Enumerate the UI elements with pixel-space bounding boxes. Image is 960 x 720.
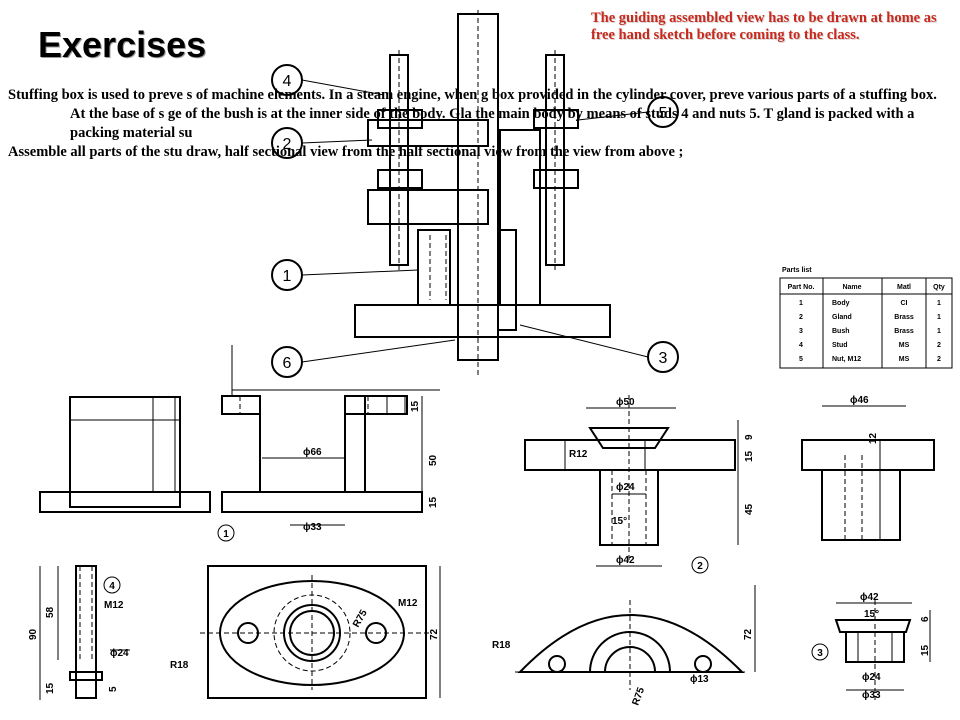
parts-cell: Gland	[832, 314, 852, 321]
parts-header-name: Name	[842, 284, 861, 291]
parts-cell: 1	[937, 328, 941, 335]
dim-bush-15: 15	[920, 644, 931, 656]
callout-5: 5	[647, 96, 679, 128]
svg-text:2: 2	[283, 136, 292, 153]
parts-cell: 1	[799, 300, 803, 307]
callout-1: 1	[271, 259, 303, 291]
parts-cell: Brass	[894, 328, 914, 335]
parts-cell: Nut, M12	[832, 356, 861, 363]
parts-cell: 3	[799, 328, 803, 335]
dim-bush-42: ϕ42	[860, 592, 879, 603]
dim-stud-15: 15	[45, 682, 56, 694]
dim-gland-15: 15	[744, 450, 755, 462]
stud-view: 58 M12 90 ϕ24 15 5 4	[28, 565, 130, 700]
dim-bush-24: ϕ24	[862, 672, 881, 683]
svg-text:1: 1	[283, 268, 292, 285]
parts-cell: 4	[799, 342, 803, 349]
parts-header-partno: Part No.	[788, 284, 815, 291]
dim-stud-58: 58	[45, 606, 56, 618]
page-title: Exercises	[38, 24, 207, 65]
body-plan-view: R18 R75 M12 72	[170, 565, 441, 699]
parts-cell: Stud	[832, 342, 848, 349]
parts-list-table: Parts list Part No. Name Matl Qty 1 Body…	[779, 267, 953, 369]
dim-gland-15deg: 15°	[612, 516, 627, 527]
part-label-2: 2	[697, 561, 703, 572]
parts-header-qty: Qty	[933, 284, 945, 291]
dim-bush-6: 6	[920, 616, 931, 622]
dim-gland-50: ϕ50	[616, 397, 635, 408]
svg-text:6: 6	[283, 355, 292, 372]
callout-4: 4	[271, 64, 303, 96]
dim-bush-15deg: 15°	[864, 609, 879, 620]
dim-stud-m12: M12	[104, 600, 124, 611]
parts-cell: CI	[901, 300, 908, 307]
dim-gland-9: 9	[744, 434, 755, 440]
dim-gland-24: ϕ24	[616, 482, 635, 493]
parts-cell: MS	[899, 356, 910, 363]
svg-text:5: 5	[659, 105, 668, 122]
parts-cell: 1	[937, 300, 941, 307]
body-elevation-view: ϕ66 ϕ33 15 50 15 1	[39, 345, 440, 542]
dim-gland-plan-r75: R75	[630, 686, 647, 707]
bush-section-view: ϕ46 12	[801, 395, 935, 541]
parts-cell: 5	[799, 356, 803, 363]
svg-text:4: 4	[283, 73, 292, 90]
task-paragraph: Assemble all parts of the stu draw, half…	[8, 144, 684, 160]
dim-stud-5: 5	[108, 686, 119, 692]
dim-plan-m12: M12	[398, 598, 418, 609]
parts-cell: Brass	[894, 314, 914, 321]
dim-gland-plan-r18: R18	[492, 640, 511, 651]
svg-text:3: 3	[659, 350, 668, 367]
dim-body-15-bottom: 15	[428, 496, 439, 508]
gland-plan-view: R18 R75 ϕ13 72	[492, 585, 756, 707]
dim-stud-90: 90	[28, 628, 39, 640]
dim-gland-42: ϕ42	[616, 555, 635, 566]
dim-body-33: ϕ33	[303, 522, 322, 533]
dim-gland-r12: R12	[569, 449, 588, 460]
dim-plan-r18: R18	[170, 660, 189, 671]
parts-cell: 2	[937, 356, 941, 363]
parts-cell: 2	[937, 342, 941, 349]
callout-6: 6	[271, 346, 303, 378]
dim-body-66: ϕ66	[303, 447, 322, 458]
description-paragraph: Stuffing box is used to preve s of machi…	[8, 87, 937, 141]
callout-2: 2	[271, 127, 303, 159]
description-block: Stuffing box is used to preve s of machi…	[8, 86, 952, 162]
dim-plan-72: 72	[429, 628, 440, 640]
gland-elevation-view: ϕ50 R12 ϕ24 15° ϕ42 15 9 45 2	[524, 395, 755, 574]
parts-header-matl: Matl	[897, 284, 911, 291]
dim-bush-12: 12	[868, 432, 879, 444]
dim-gland-plan-13: ϕ13	[690, 674, 709, 685]
dim-gland-plan-72: 72	[743, 628, 754, 640]
parts-list-title: Parts list	[782, 267, 812, 274]
dim-bush-33: ϕ33	[862, 690, 881, 701]
dim-plan-r75: R75	[351, 608, 370, 630]
dim-gland-45: 45	[744, 503, 755, 515]
parts-cell: 1	[937, 314, 941, 321]
parts-cell: MS	[899, 342, 910, 349]
parts-cell: Bush	[832, 328, 850, 335]
dim-body-15-top: 15	[410, 400, 421, 412]
part-label-1: 1	[223, 529, 229, 540]
parts-cell: 2	[799, 314, 803, 321]
bush-detail-view: ϕ42 15° 6 15 ϕ24 ϕ33 3	[811, 592, 931, 701]
assembled-view	[301, 10, 649, 375]
parts-cell: Body	[832, 300, 850, 307]
instruction-note: The guiding assembled view has to be dra…	[591, 10, 937, 43]
dim-body-50: 50	[428, 454, 439, 466]
dim-stud-24: ϕ24	[110, 648, 129, 659]
callout-3: 3	[647, 341, 679, 373]
dim-bush-46: ϕ46	[850, 395, 869, 406]
part-label-4: 4	[109, 581, 115, 592]
part-label-3: 3	[817, 648, 823, 659]
